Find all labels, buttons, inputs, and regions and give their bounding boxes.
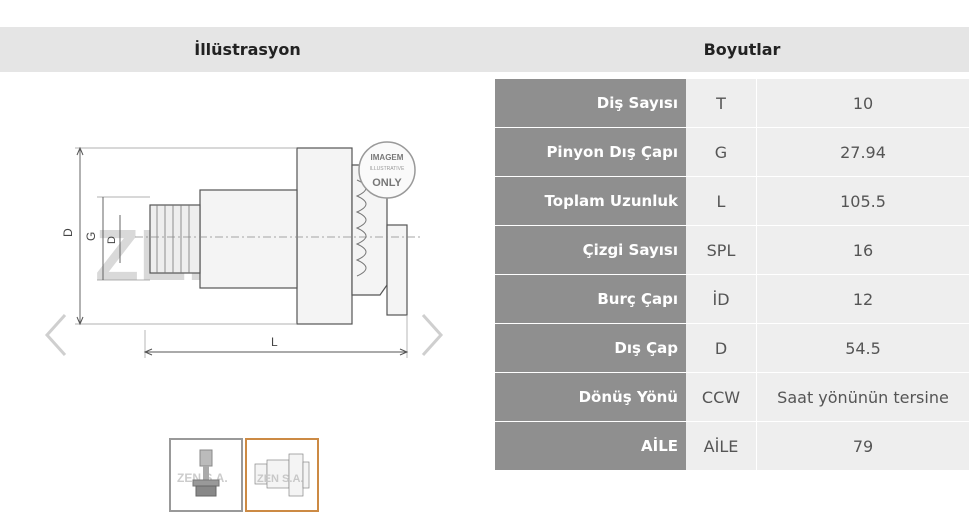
spec-code: D	[686, 324, 757, 372]
spec-code: İD	[686, 275, 757, 323]
part-illustration: ZEN S.A. IMAGEM ILLUSTRATIVE ONLY D	[35, 100, 465, 380]
illustrative-stamp	[358, 141, 416, 199]
spec-label: Çizgi Sayısı	[495, 226, 686, 274]
table-row: Toplam Uzunluk L 105.5	[495, 177, 969, 226]
spec-label: Pinyon Dış Çapı	[495, 128, 686, 176]
dimensions-table: Diş Sayısı T 10 Pinyon Dış Çapı G 27.94 …	[495, 79, 969, 471]
spec-value: 12	[757, 275, 969, 323]
table-row: Dönüş Yönü CCW Saat yönünün tersine	[495, 373, 969, 422]
spec-label: AİLE	[495, 422, 686, 470]
spec-label: Diş Sayısı	[495, 79, 686, 127]
svg-text:IMAGEM: IMAGEM	[371, 153, 404, 162]
svg-text:ONLY: ONLY	[372, 177, 402, 189]
thumbnail-strip: ZEN S.A. ZEN S.A.	[169, 438, 319, 512]
thumbnail-photo[interactable]: ZEN S.A.	[169, 438, 243, 512]
spec-code: G	[686, 128, 757, 176]
table-row: Diş Sayısı T 10	[495, 79, 969, 128]
section-header-bar: İllüstrasyon Boyutlar	[0, 27, 969, 72]
spec-value: 27.94	[757, 128, 969, 176]
spec-code: L	[686, 177, 757, 225]
table-row: Dış Çap D 54.5	[495, 324, 969, 373]
prev-image-icon[interactable]	[44, 313, 67, 357]
spec-value: Saat yönünün tersine	[757, 373, 969, 421]
svg-text:D: D	[106, 236, 118, 244]
next-image-icon[interactable]	[421, 313, 444, 357]
table-row: Burç Çapı İD 12	[495, 275, 969, 324]
part-photo-icon: ZEN S.A.	[177, 449, 228, 497]
svg-text:L: L	[271, 335, 278, 349]
spec-code: T	[686, 79, 757, 127]
drawing-preview-icon: ZEN S.A.	[254, 453, 310, 497]
svg-text:G: G	[84, 232, 98, 241]
spec-code: SPL	[686, 226, 757, 274]
spec-value: 54.5	[757, 324, 969, 372]
spec-code: CCW	[686, 373, 757, 421]
thumbnail-drawing[interactable]: ZEN S.A.	[245, 438, 319, 512]
spec-label: Dış Çap	[495, 324, 686, 372]
svg-text:ZEN S.A.: ZEN S.A.	[257, 473, 303, 485]
table-row: AİLE AİLE 79	[495, 422, 969, 471]
technical-drawing: ZEN S.A. IMAGEM ILLUSTRATIVE ONLY D	[44, 141, 444, 358]
spec-value: 10	[757, 79, 969, 127]
spec-value: 16	[757, 226, 969, 274]
spec-label: Toplam Uzunluk	[495, 177, 686, 225]
table-row: Çizgi Sayısı SPL 16	[495, 226, 969, 275]
spec-value: 79	[757, 422, 969, 470]
illustration-heading: İllüstrasyon	[194, 40, 301, 59]
spec-label: Dönüş Yönü	[495, 373, 686, 421]
spec-value: 105.5	[757, 177, 969, 225]
svg-text:ILLUSTRATIVE: ILLUSTRATIVE	[370, 166, 405, 172]
svg-text:D: D	[61, 228, 75, 237]
spec-code: AİLE	[686, 422, 757, 470]
table-row: Pinyon Dış Çapı G 27.94	[495, 128, 969, 177]
dimensions-heading: Boyutlar	[703, 40, 781, 59]
spec-label: Burç Çapı	[495, 275, 686, 323]
